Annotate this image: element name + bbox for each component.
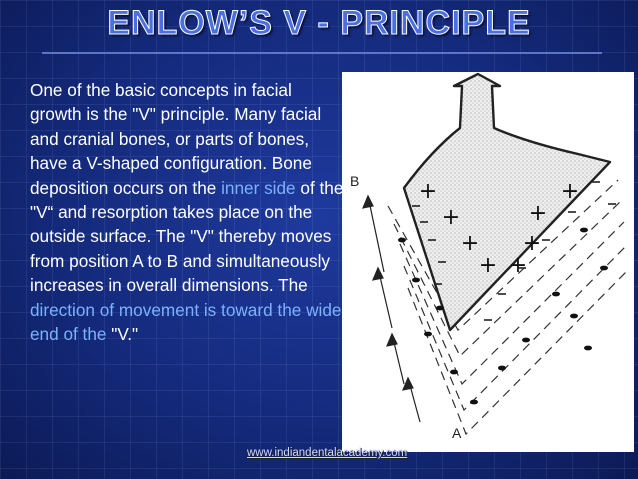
deposition-plus-signs: ++ ++ ++ ++ bbox=[419, 179, 579, 278]
footer-website-link[interactable]: www.indiandentalacademy.com bbox=[247, 447, 408, 459]
body-text-part1: One of the basic concepts in facial grow… bbox=[30, 80, 322, 198]
svg-text:+: + bbox=[461, 231, 479, 256]
movement-arrows bbox=[362, 194, 421, 423]
v-principle-figure: ++ ++ ++ ++ bbox=[342, 72, 634, 452]
slide-title: ENLOW’S V - PRINCIPLE bbox=[107, 4, 531, 43]
svg-text:+: + bbox=[442, 205, 460, 230]
svg-text:+: + bbox=[523, 231, 541, 256]
body-text-part3: "V." bbox=[106, 324, 139, 345]
v-principle-diagram: ++ ++ ++ ++ bbox=[350, 72, 629, 441]
resorption-marks bbox=[398, 227, 608, 405]
svg-text:+: + bbox=[561, 179, 579, 204]
label-b: B bbox=[350, 173, 359, 189]
title-divider bbox=[42, 52, 602, 54]
dashed-previous-v-outlines bbox=[387, 179, 629, 436]
svg-text:+: + bbox=[419, 179, 437, 204]
label-a: A bbox=[452, 425, 462, 441]
svg-text:+: + bbox=[529, 201, 547, 226]
highlight-inner-side: inner side bbox=[221, 177, 296, 198]
v-shape-bone bbox=[402, 72, 612, 332]
body-text-part2: of the "V“ and resorption takes place on… bbox=[30, 177, 344, 296]
svg-text:+: + bbox=[509, 253, 527, 278]
resorption-minus-signs bbox=[412, 181, 616, 321]
svg-text:+: + bbox=[479, 253, 497, 278]
body-paragraph: One of the basic concepts in facial grow… bbox=[30, 78, 348, 346]
highlight-direction: direction of movement is toward the wide… bbox=[30, 299, 342, 345]
